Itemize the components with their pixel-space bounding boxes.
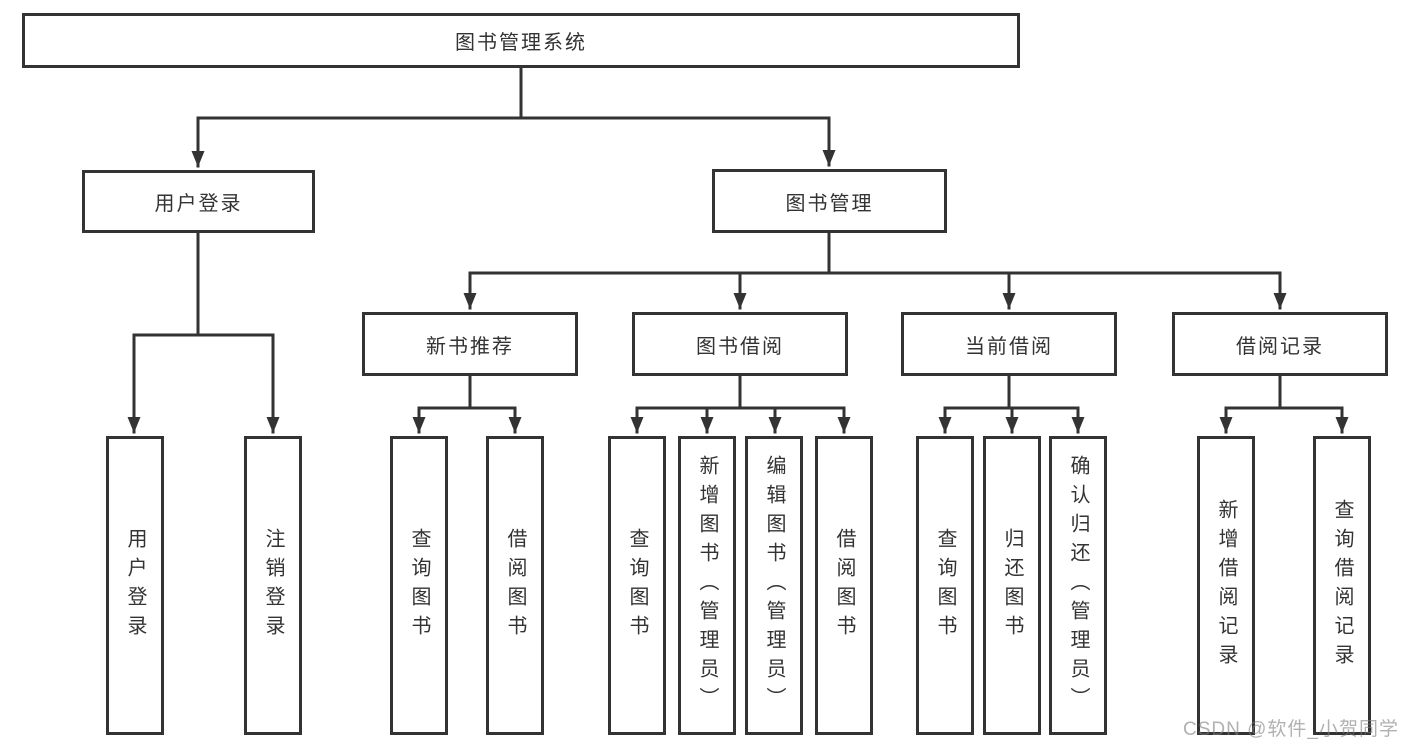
leaf-label: 查询借阅记录 bbox=[1331, 498, 1353, 673]
leaf-label: 确认归还（管理员） bbox=[1067, 455, 1089, 716]
leaf-label: 借阅图书 bbox=[504, 527, 526, 644]
leaf-logout: 注销登录 bbox=[244, 436, 302, 735]
connector-bookmgmt-trunk bbox=[468, 231, 1282, 275]
node-label: 新书推荐 bbox=[426, 335, 514, 358]
node-new-book-recommendation: 新书推荐 bbox=[362, 312, 578, 376]
leaf-label: 注销登录 bbox=[262, 527, 284, 644]
leaf-query-books-2: 查询图书 bbox=[608, 436, 666, 735]
connector-root-trunk bbox=[196, 66, 831, 120]
node-user-login: 用户登录 bbox=[82, 170, 315, 233]
leaf-add-borrow-record: 新增借阅记录 bbox=[1197, 436, 1255, 735]
leaf-add-book-admin: 新增图书（管理员） bbox=[678, 436, 736, 735]
leaf-user-login: 用户登录 bbox=[106, 436, 164, 735]
leaf-label: 编辑图书（管理员） bbox=[763, 455, 785, 716]
leaf-borrow-books-1: 借阅图书 bbox=[486, 436, 544, 735]
leaf-query-books-3: 查询图书 bbox=[916, 436, 974, 735]
connector-bookborrow-trunk bbox=[635, 374, 846, 410]
leaf-label: 查询图书 bbox=[626, 527, 648, 644]
leaf-label: 新增借阅记录 bbox=[1215, 498, 1237, 673]
leaf-return-books: 归还图书 bbox=[983, 436, 1041, 735]
leaf-label: 查询图书 bbox=[934, 527, 956, 644]
leaf-label: 归还图书 bbox=[1001, 527, 1023, 644]
node-library-management-system: 图书管理系统 bbox=[22, 13, 1020, 68]
leaf-label: 新增图书（管理员） bbox=[696, 455, 718, 716]
leaf-confirm-return-admin: 确认归还（管理员） bbox=[1049, 436, 1107, 735]
connector-userlogin-trunk bbox=[132, 231, 275, 337]
leaf-query-borrow-record: 查询借阅记录 bbox=[1313, 436, 1371, 735]
csdn-watermark: CSDN @软件_小贺同学 bbox=[1183, 719, 1399, 740]
connector-newbook-trunk bbox=[417, 374, 517, 410]
connector-borrowrec-trunk bbox=[1224, 374, 1344, 410]
leaf-edit-book-admin: 编辑图书（管理员） bbox=[745, 436, 803, 735]
node-label: 借阅记录 bbox=[1236, 335, 1324, 358]
node-book-management: 图书管理 bbox=[712, 169, 947, 233]
leaf-label: 借阅图书 bbox=[833, 527, 855, 644]
node-book-borrowing: 图书借阅 bbox=[632, 312, 848, 376]
leaf-label: 查询图书 bbox=[408, 527, 430, 644]
node-label: 图书借阅 bbox=[696, 335, 784, 358]
leaf-borrow-books-2: 借阅图书 bbox=[815, 436, 873, 735]
node-label: 图书管理系统 bbox=[455, 32, 587, 54]
node-label: 图书管理 bbox=[785, 192, 874, 215]
node-borrowing-records: 借阅记录 bbox=[1172, 312, 1388, 376]
connector-curborrow-trunk bbox=[943, 374, 1080, 410]
leaf-label: 用户登录 bbox=[124, 527, 146, 644]
node-label: 当前借阅 bbox=[965, 335, 1053, 358]
leaf-query-books-1: 查询图书 bbox=[390, 436, 448, 735]
node-current-borrowing: 当前借阅 bbox=[901, 312, 1117, 376]
node-label: 用户登录 bbox=[154, 193, 243, 215]
